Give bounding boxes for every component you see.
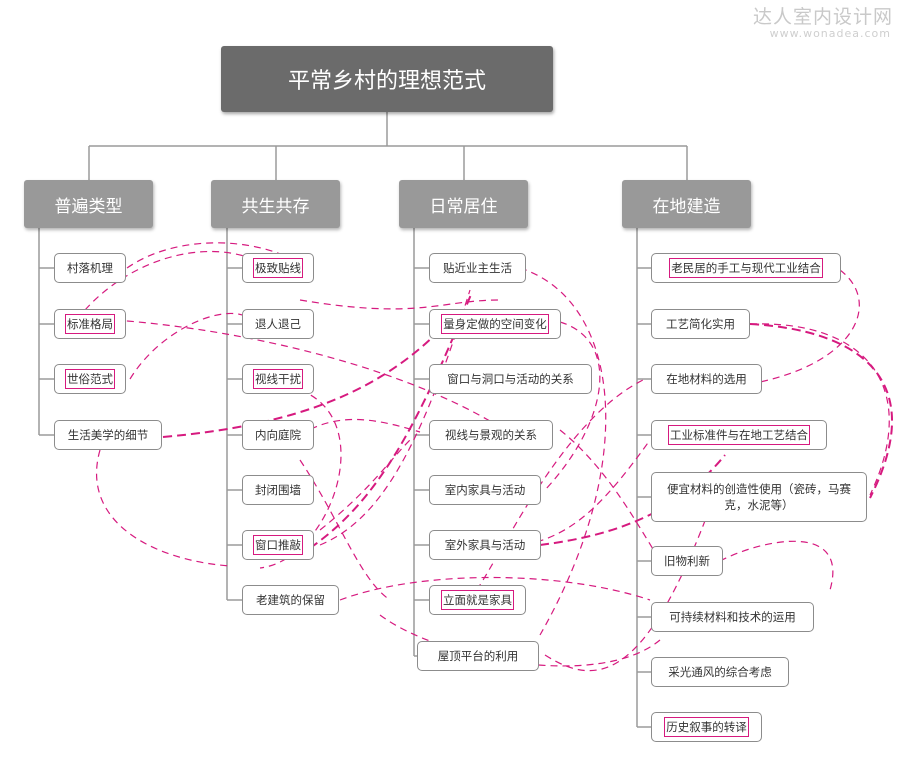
item-sight-landscape[interactable]: 视线与景观的关系: [429, 420, 553, 450]
item-reuse-old[interactable]: 旧物利新: [651, 546, 723, 576]
item-facade-furniture[interactable]: 立面就是家具: [429, 585, 526, 615]
item-window-opening-activity[interactable]: 窗口与洞口与活动的关系: [429, 364, 592, 394]
item-village-texture[interactable]: 村落机理: [54, 253, 126, 283]
category-coexistence[interactable]: 共生共存: [211, 180, 340, 228]
item-step-back[interactable]: 退人退己: [242, 309, 314, 339]
item-secular-paradigm[interactable]: 世俗范式: [54, 364, 126, 394]
item-simplified-craft[interactable]: 工艺简化实用: [651, 309, 750, 339]
category-common-types[interactable]: 普遍类型: [24, 180, 153, 228]
item-local-materials[interactable]: 在地材料的选用: [651, 364, 762, 394]
item-handcraft-industry[interactable]: 老民居的手工与现代工业结合: [651, 253, 841, 283]
item-tailored-space[interactable]: 量身定做的空间变化: [429, 309, 561, 339]
root-node[interactable]: 平常乡村的理想范式: [221, 46, 553, 112]
item-outdoor-furniture[interactable]: 室外家具与活动: [429, 530, 541, 560]
item-light-ventilation[interactable]: 采光通风的综合考虑: [651, 657, 789, 687]
watermark-url: www.wonadea.com: [769, 27, 891, 40]
item-extreme-line[interactable]: 极致贴线: [242, 253, 314, 283]
item-window-deliberation[interactable]: 窗口推敲: [242, 530, 314, 560]
item-sustainable-tech[interactable]: 可持续材料和技术的运用: [651, 602, 814, 632]
item-life-aesthetic-details[interactable]: 生活美学的细节: [54, 420, 162, 450]
watermark-title: 达人室内设计网: [752, 6, 893, 28]
item-indoor-furniture[interactable]: 室内家具与活动: [429, 475, 541, 505]
category-daily-living[interactable]: 日常居住: [399, 180, 528, 228]
item-close-to-owner[interactable]: 贴近业主生活: [429, 253, 526, 283]
item-closed-wall[interactable]: 封闭围墙: [242, 475, 314, 505]
category-local-building[interactable]: 在地建造: [622, 180, 751, 228]
item-old-building-retention[interactable]: 老建筑的保留: [242, 585, 339, 615]
item-standard-layout[interactable]: 标准格局: [54, 309, 126, 339]
tree-connectors: [38, 112, 688, 728]
item-sight-interference[interactable]: 视线干扰: [242, 364, 314, 394]
item-cheap-materials[interactable]: 便宜材料的创造性使用（瓷砖，马赛克，水泥等）: [651, 472, 867, 522]
item-roof-terrace[interactable]: 屋顶平台的利用: [417, 641, 539, 671]
item-inner-courtyard[interactable]: 内向庭院: [242, 420, 314, 450]
item-standard-parts-local-craft[interactable]: 工业标准件与在地工艺结合: [651, 420, 827, 450]
item-history-narrative[interactable]: 历史叙事的转译: [651, 712, 762, 742]
